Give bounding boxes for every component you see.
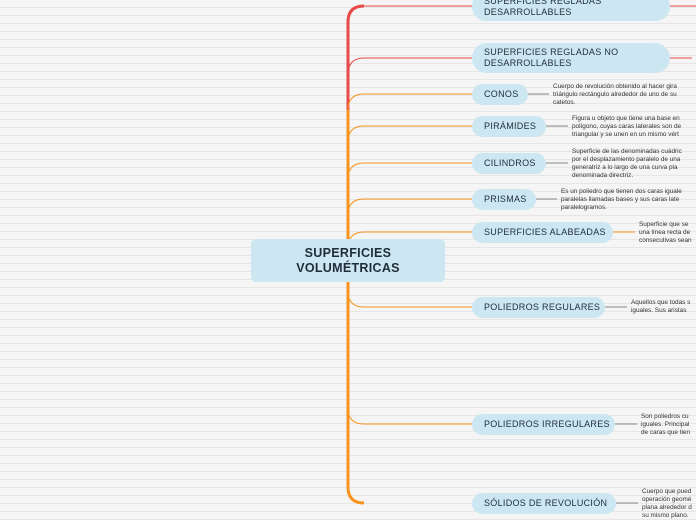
- node-label: PIRÁMIDES: [484, 121, 537, 131]
- branch-line-3: [347, 93, 472, 111]
- trunk-red: [346, 4, 365, 110]
- branch-line-5: [347, 162, 472, 180]
- node-prismas[interactable]: PRISMAS: [472, 189, 536, 210]
- node-label: SUPERFICIES REGLADAS NO DESARROLLABLES: [484, 47, 619, 68]
- node-label: SUPERFICIES ALABEADAS: [484, 227, 606, 237]
- node-poliedros-irregulares[interactable]: POLIEDROS IRREGULARES: [472, 414, 615, 435]
- desc-prismas: Es un poliedro que tienen dos caras igua…: [561, 188, 682, 211]
- node-conos[interactable]: CONOS: [472, 84, 528, 105]
- desc-cilindros: Superficie de las denominadas cuádric po…: [572, 148, 682, 179]
- node-label: POLIEDROS IRREGULARES: [484, 419, 610, 429]
- node-label: PRISMAS: [484, 194, 527, 204]
- node-superficies-regladas-no-desarrollables[interactable]: SUPERFICIES REGLADAS NO DESARROLLABLES: [472, 43, 670, 73]
- central-title: SUPERFICIES VOLUMÉTRICAS: [296, 245, 400, 275]
- node-piramides[interactable]: PIRÁMIDES: [472, 116, 546, 137]
- node-label: CILINDROS: [484, 158, 536, 168]
- desc-piramides: Figura u objeto que tiene una base en po…: [572, 115, 682, 138]
- trunk-orange: [346, 110, 365, 505]
- node-label: SÓLIDOS DE REVOLUCIÓN: [484, 498, 608, 508]
- node-poliedros-regulares[interactable]: POLIEDROS REGULARES: [472, 297, 605, 318]
- branch-line-4: [347, 125, 472, 143]
- branch-line-8: [347, 290, 472, 308]
- node-label: CONOS: [484, 89, 519, 99]
- branch-line-6: [347, 198, 472, 216]
- central-topic[interactable]: SUPERFICIES VOLUMÉTRICAS: [251, 239, 445, 282]
- desc-superficies-alabeadas: Superficie que se una línea recta de con…: [639, 221, 692, 244]
- branch-line-2: [347, 57, 472, 76]
- node-superficies-alabeadas[interactable]: SUPERFICIES ALABEADAS: [472, 222, 613, 243]
- desc-poliedros-irregulares: Son poliedros cu iguales. Principal de c…: [641, 413, 691, 436]
- node-cilindros[interactable]: CILINDROS: [472, 153, 546, 174]
- branch-line-9: [347, 407, 472, 425]
- desc-poliedros-regulares: Aquellos que todas s iguales. Sus arista…: [631, 299, 691, 314]
- node-label: POLIEDROS REGULARES: [484, 302, 601, 312]
- node-solidos-de-revolucion[interactable]: SÓLIDOS DE REVOLUCIÓN: [472, 493, 616, 514]
- node-superficies-regladas-desarrollables[interactable]: SUPERFICIES REGLADAS DESARROLLABLES: [472, 0, 670, 21]
- desc-conos: Cuerpo de revolución obtenido al hacer g…: [553, 83, 677, 106]
- node-label: SUPERFICIES REGLADAS DESARROLLABLES: [484, 0, 602, 17]
- desc-solidos-de-revolucion: Cuerpo que pued operación geomé plana al…: [642, 488, 692, 519]
